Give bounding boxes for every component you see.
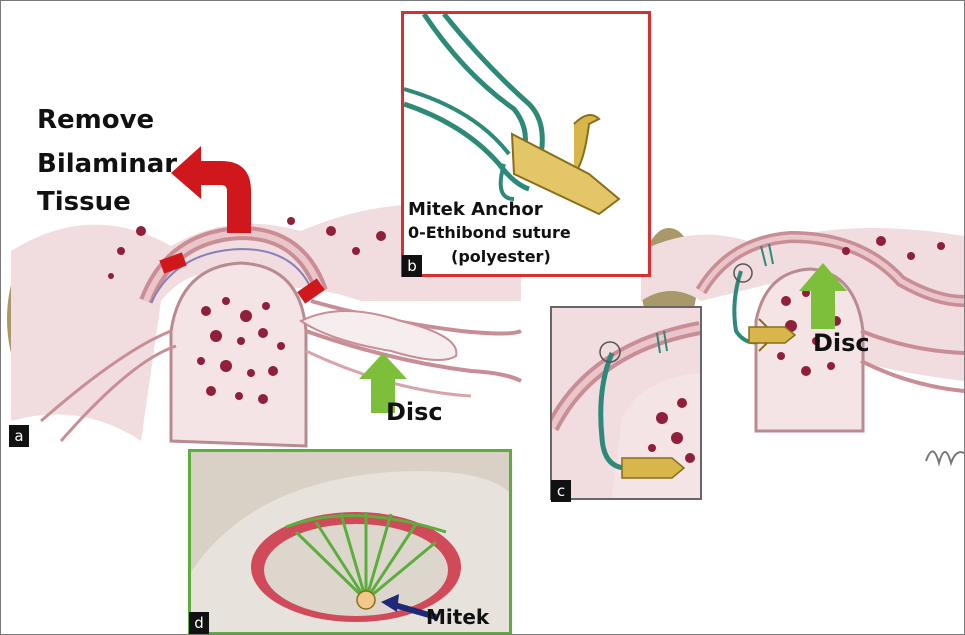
red-arrow	[171, 146, 251, 233]
anchor-point	[357, 591, 375, 609]
label-disc-right: Disc	[813, 329, 870, 357]
label-mitek: Mitek	[426, 605, 489, 629]
label-tissue: Tissue	[37, 187, 131, 217]
panel-c-box	[550, 306, 702, 500]
label-mitek-anchor: Mitek Anchor	[408, 199, 543, 220]
artist-signature	[926, 451, 964, 463]
label-polyester: (polyester)	[451, 247, 551, 266]
panel-c-illustration	[552, 308, 700, 498]
panel-letter-b: b	[402, 255, 422, 277]
label-remove: Remove	[37, 105, 154, 135]
panel-letter-d: d	[189, 612, 209, 634]
panel-letter-c: c	[551, 480, 571, 502]
panel-letter-a: a	[9, 425, 29, 447]
label-disc-left: Disc	[386, 398, 443, 426]
label-bilaminar: Bilaminar	[37, 149, 177, 179]
condyle-left	[171, 263, 306, 446]
label-suture: 0-Ethibond suture	[408, 223, 571, 242]
anchor-right	[749, 327, 795, 343]
